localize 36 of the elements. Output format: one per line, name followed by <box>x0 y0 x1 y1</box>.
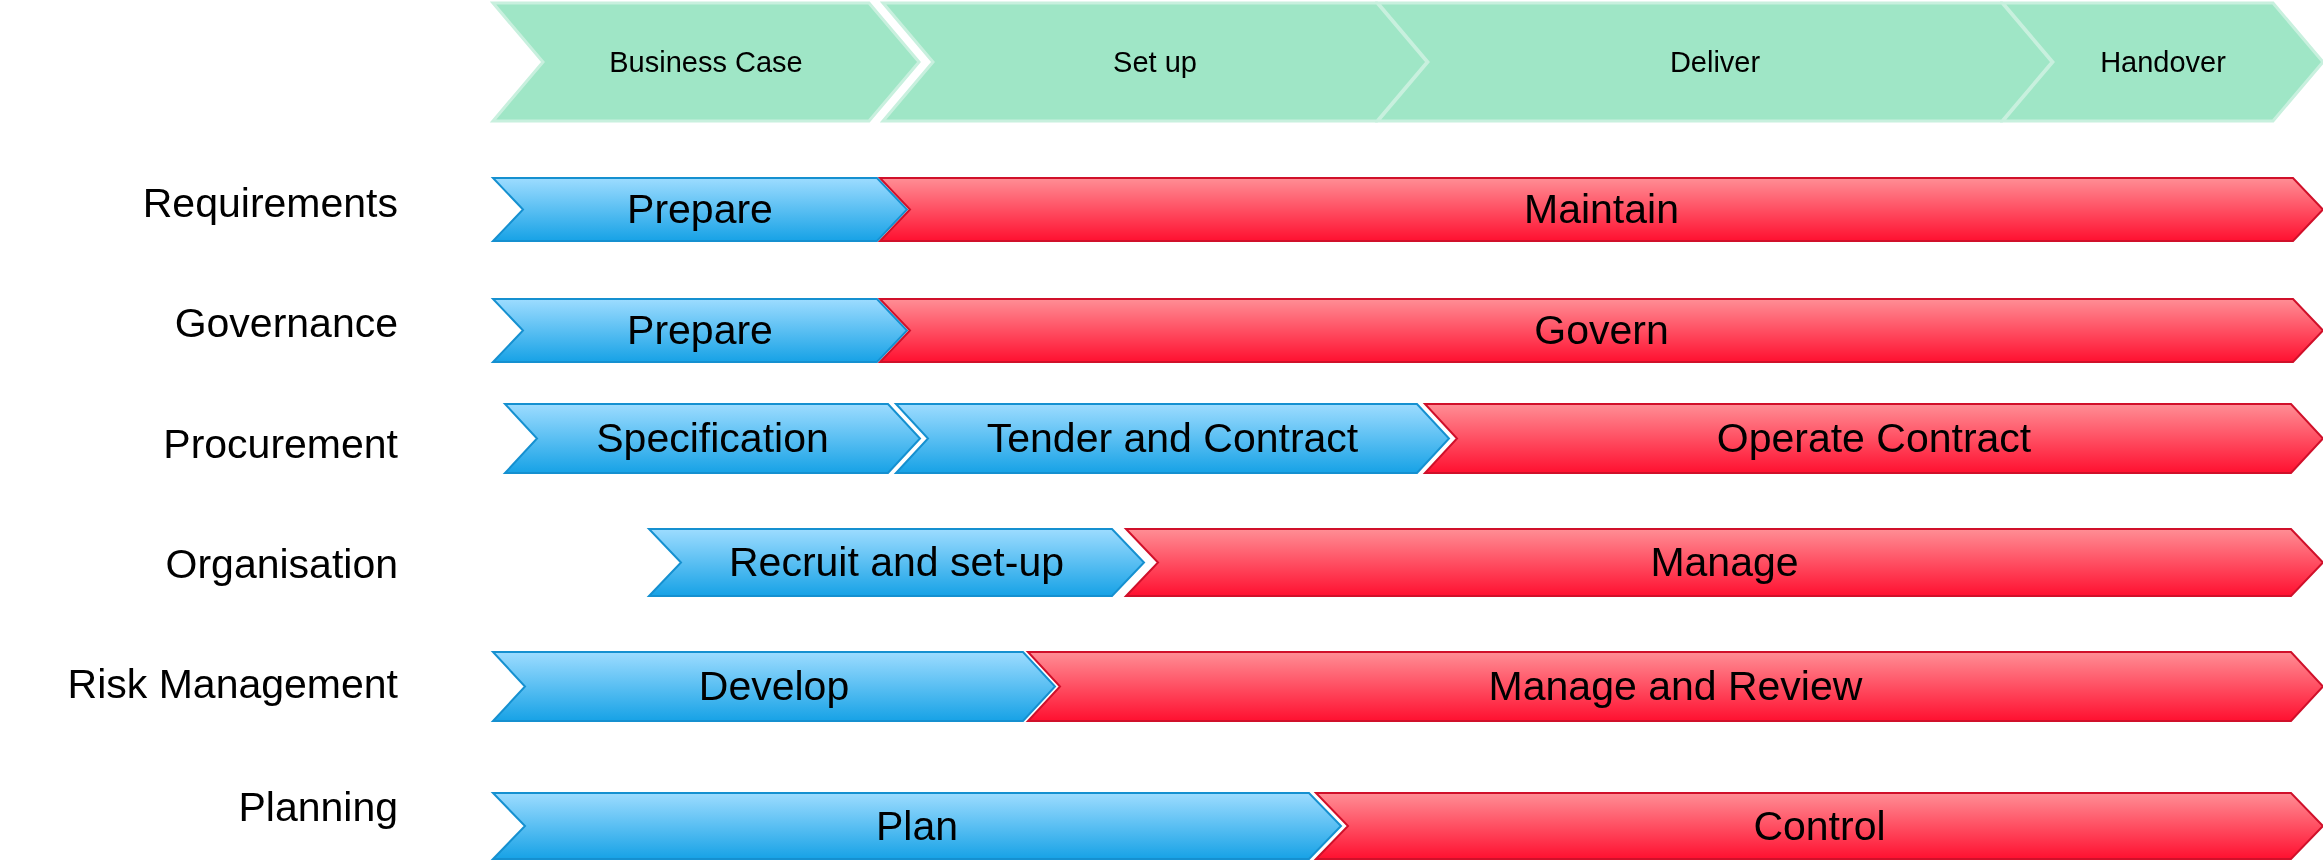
ongoing-step <box>1425 404 2323 473</box>
setup-step <box>493 299 907 362</box>
phase-name: Set up <box>1112 44 1198 80</box>
row-label: Organisation <box>165 540 398 588</box>
phase-name: Business Case <box>608 44 804 80</box>
setup-step <box>493 793 1341 859</box>
activity-name: Recruit and set-up <box>728 538 1065 587</box>
row-label: Risk Management <box>67 660 398 708</box>
phase-name: Handover <box>2099 44 2227 80</box>
setup-step <box>493 652 1055 721</box>
activity-name: Plan <box>874 801 960 851</box>
phase-step <box>493 3 919 121</box>
setup-step <box>649 529 1144 596</box>
setup-step <box>896 404 1449 473</box>
row-label: Governance <box>174 299 398 347</box>
row-label: Procurement <box>163 420 398 468</box>
activity-name: Tender and Contract <box>985 414 1360 463</box>
activity-name: Prepare <box>626 306 774 355</box>
setup-step <box>505 404 920 473</box>
activity-name: Manage <box>1649 538 1800 587</box>
activity-name: Govern <box>1533 306 1670 355</box>
activity-name: Prepare <box>626 185 774 234</box>
activity-name: Operate Contract <box>1715 414 2033 463</box>
setup-step <box>493 178 907 241</box>
ongoing-step <box>1316 793 2323 859</box>
phase-step <box>2003 3 2323 121</box>
row-label: Planning <box>238 783 398 831</box>
phase-step <box>883 3 1427 121</box>
phase-name: Deliver <box>1668 44 1762 80</box>
activity-name: Manage and Review <box>1487 662 1864 711</box>
activity-name: Maintain <box>1523 185 1680 234</box>
activity-name: Develop <box>697 662 851 711</box>
row-label: Requirements <box>142 179 398 227</box>
activity-name: Control <box>1752 801 1887 851</box>
phase-step <box>1378 3 2052 121</box>
activity-name: Specification <box>595 414 830 463</box>
